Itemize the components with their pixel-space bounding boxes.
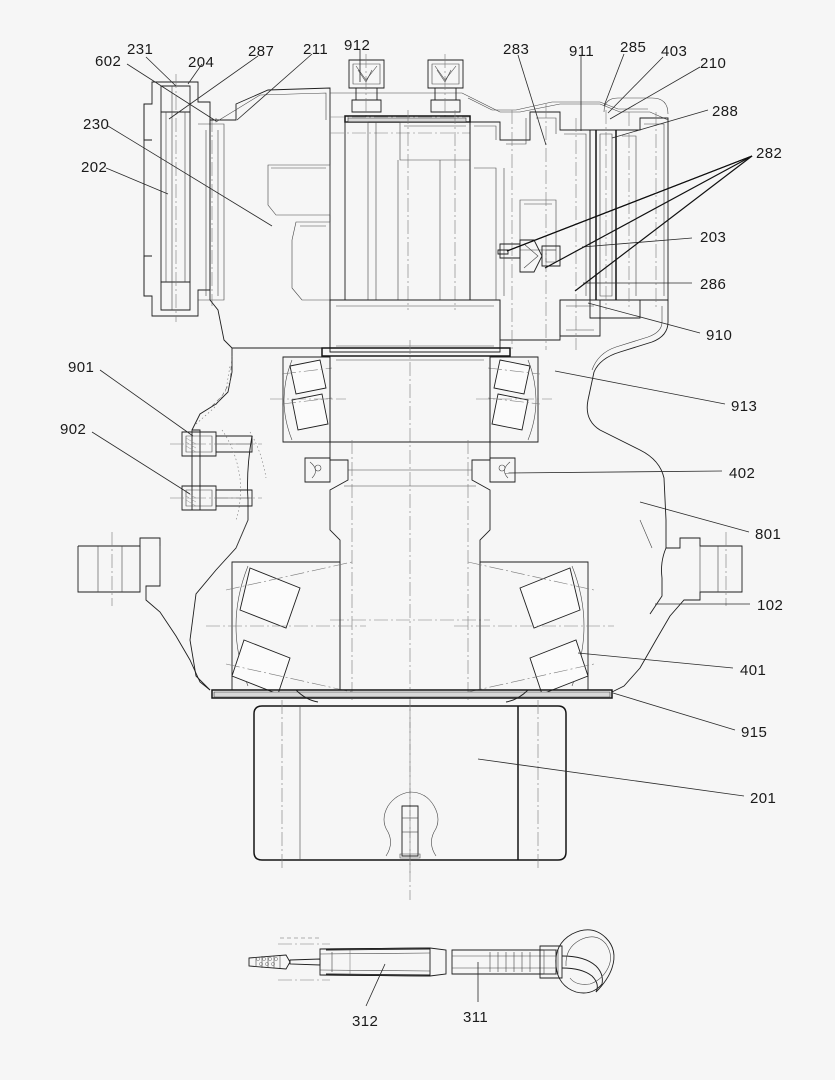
callout-label-210: 210 <box>700 55 727 72</box>
lower-tapered-bearings <box>206 561 614 695</box>
leader-line-283 <box>517 54 547 146</box>
callout-label-286: 286 <box>700 276 727 293</box>
leader-line-312 <box>365 963 386 1007</box>
left-flange-group <box>143 74 225 322</box>
leader-line-285 <box>603 53 625 107</box>
callout-label-287: 287 <box>248 43 275 60</box>
lower-seal-plate <box>211 689 613 703</box>
leader-line-203 <box>581 237 693 248</box>
leader-line-401 <box>577 652 734 669</box>
callout-label-202: 202 <box>81 159 108 176</box>
leader-line-282-1 <box>506 155 753 252</box>
bottom-drum <box>253 700 567 876</box>
leader-line-201 <box>477 758 745 797</box>
leader-line-288 <box>611 109 709 139</box>
leader-line-915 <box>612 692 736 731</box>
callout-label-311: 311 <box>463 1009 489 1026</box>
upper-tapered-bearings <box>270 356 552 443</box>
leader-line-910 <box>587 302 701 334</box>
leader-line-210 <box>609 66 701 120</box>
callout-label-231: 231 <box>127 41 154 58</box>
callout-label-230: 230 <box>83 116 110 133</box>
callout-label-102: 102 <box>757 597 784 614</box>
callout-label-203: 203 <box>700 229 727 246</box>
leader-line-902 <box>91 431 191 495</box>
callout-label-201: 201 <box>750 790 777 807</box>
callout-label-288: 288 <box>712 103 739 120</box>
leader-line-282-2 <box>544 155 753 269</box>
callout-label-283: 283 <box>503 41 530 58</box>
cable-hook-detail <box>248 929 615 994</box>
leader-line-202 <box>105 167 169 195</box>
left-outer-housing <box>77 435 253 691</box>
callout-label-911: 911 <box>569 43 595 60</box>
callout-label-910: 910 <box>706 327 733 344</box>
leader-line-402 <box>504 470 723 474</box>
leader-line-230 <box>107 125 273 227</box>
callout-label-902: 902 <box>60 421 87 438</box>
leader-line-801 <box>639 501 750 533</box>
leader-line-901 <box>99 369 194 437</box>
leader-line-211 <box>236 53 313 121</box>
leader-line-287 <box>168 55 259 120</box>
callout-label-211: 211 <box>303 41 329 58</box>
right-housing <box>469 97 669 350</box>
leader-line-403 <box>607 56 664 114</box>
callout-label-901: 901 <box>68 359 95 376</box>
callout-label-403: 403 <box>661 43 688 60</box>
left-arm-plugs <box>170 429 267 521</box>
main-assembly-geometry <box>77 54 743 900</box>
leader-line-282-3 <box>574 155 753 292</box>
right-outer-skirt <box>586 300 669 521</box>
callout-label-915: 915 <box>741 724 768 741</box>
callout-label-285: 285 <box>620 39 647 56</box>
callout-label-913: 913 <box>731 398 758 415</box>
callout-label-602: 602 <box>95 53 122 70</box>
leader-line-231 <box>145 56 177 87</box>
mid-lower-connectors <box>235 519 653 549</box>
callout-label-801: 801 <box>755 526 782 543</box>
callout-label-204: 204 <box>188 54 215 71</box>
leader-line-602 <box>126 63 217 122</box>
housing-upper-right <box>330 92 669 121</box>
seal-details <box>304 457 516 483</box>
leader-line-204 <box>187 63 203 85</box>
center-upper-block <box>321 54 511 357</box>
callout-label-401: 401 <box>740 662 767 679</box>
callout-label-312: 312 <box>352 1013 379 1030</box>
callout-label-402: 402 <box>729 465 756 482</box>
callout-label-912: 912 <box>344 37 371 54</box>
right-outer-housing <box>611 520 743 693</box>
callout-label-282: 282 <box>756 145 783 162</box>
leader-line-913 <box>554 370 726 405</box>
leader-lines-group <box>91 50 753 1007</box>
